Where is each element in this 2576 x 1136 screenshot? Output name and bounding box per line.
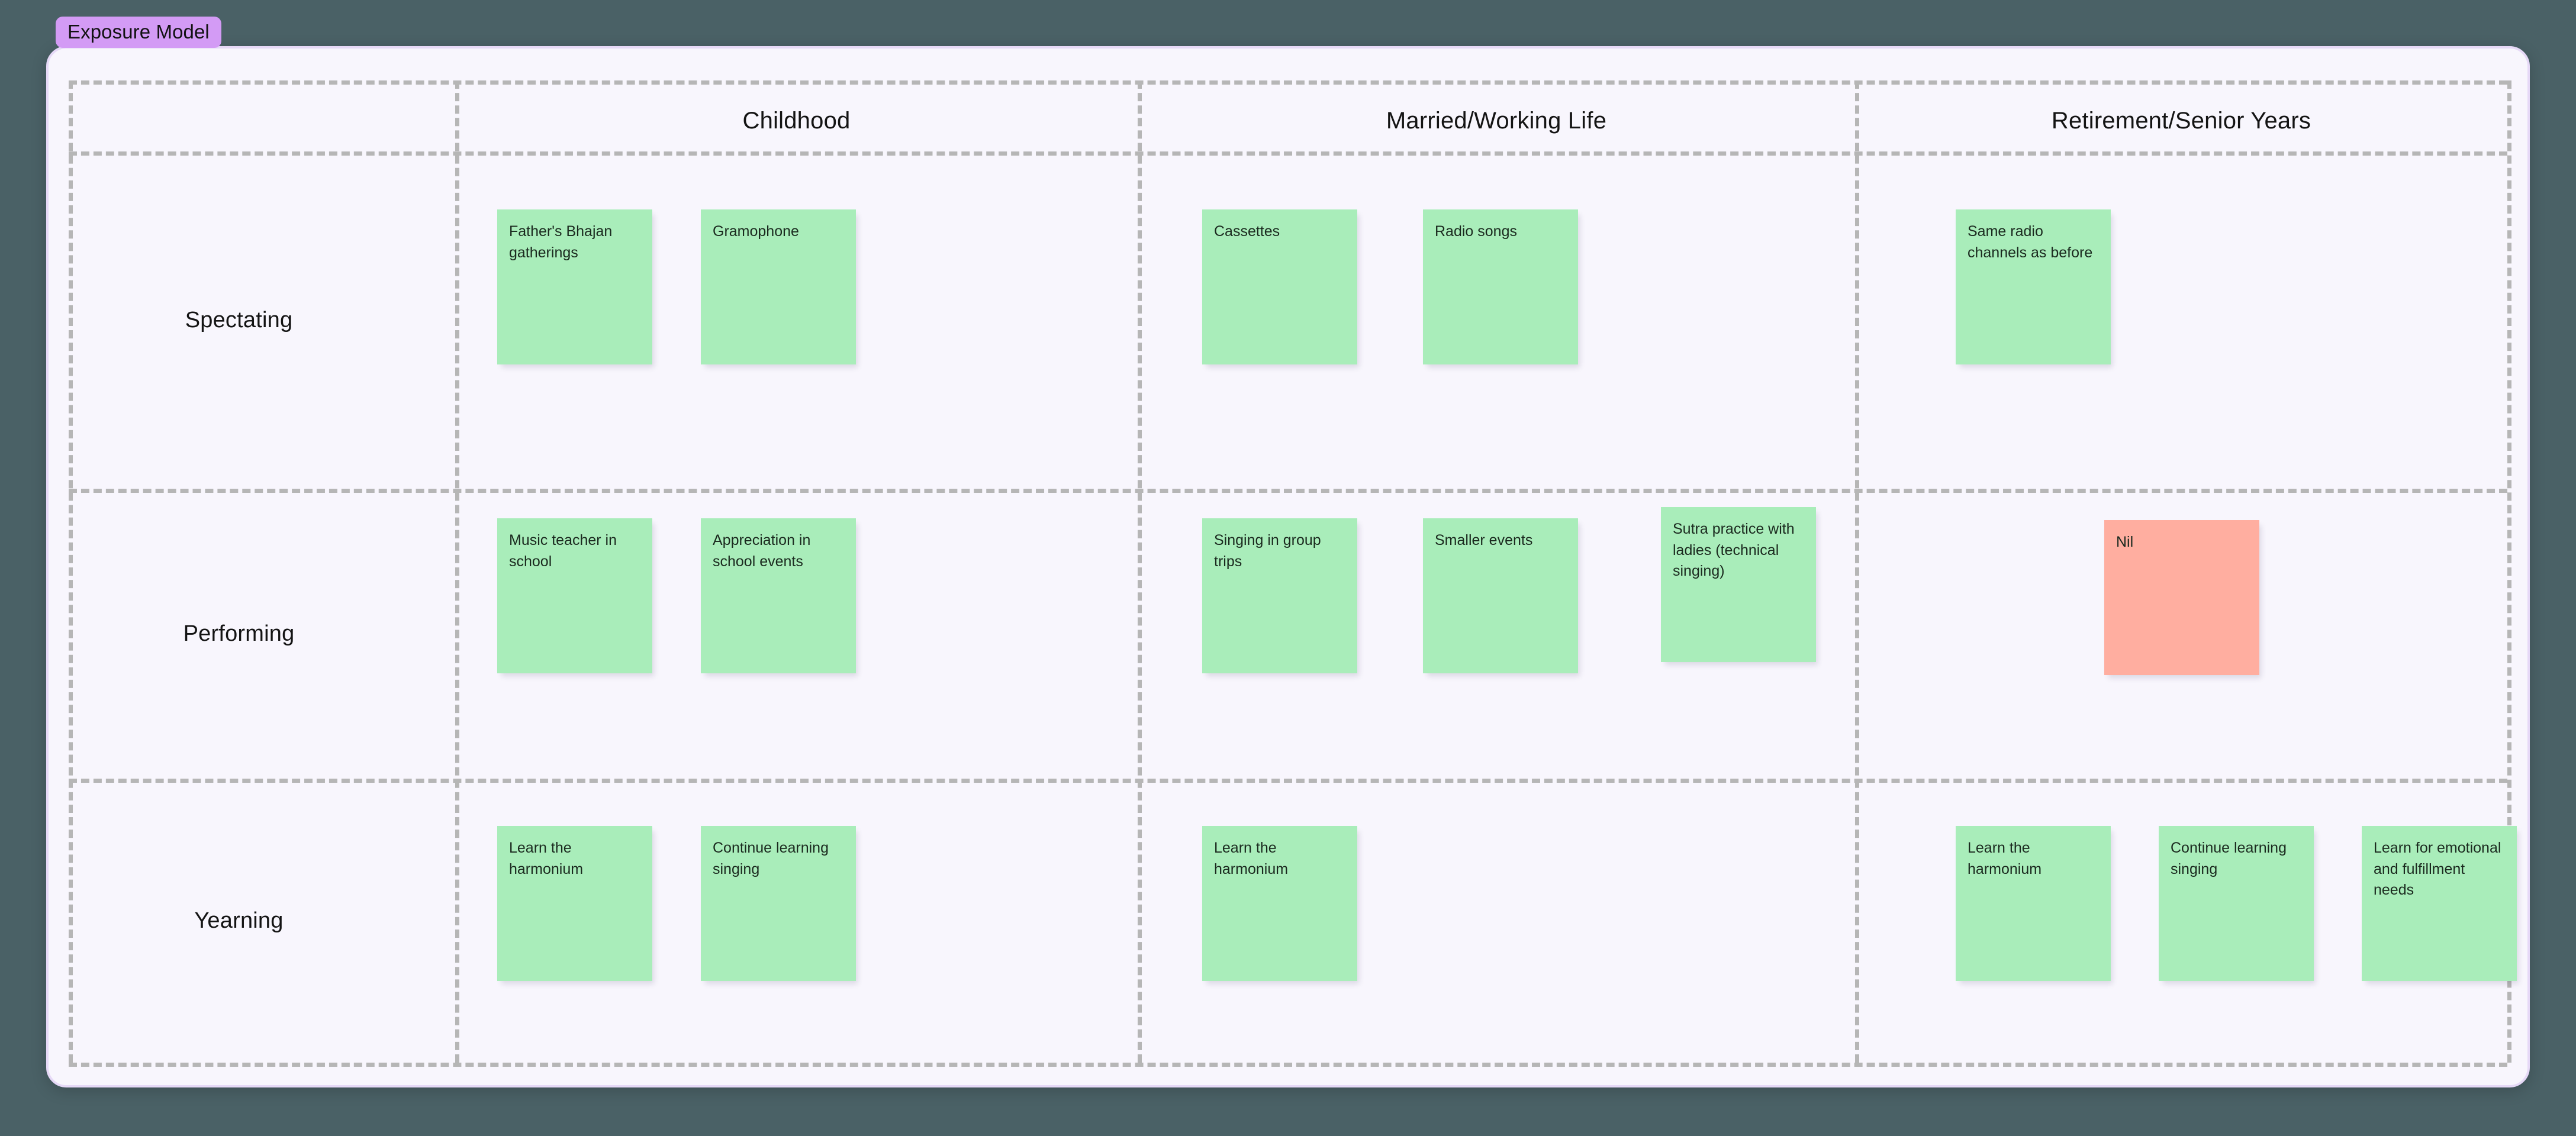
sticky-note[interactable]: Appreciation in school events (701, 518, 856, 673)
grid-line-bottom (69, 1063, 2507, 1067)
row-label-yearning: Yearning (194, 908, 284, 933)
grid-line-left (69, 80, 73, 1063)
grid-line-right (2507, 80, 2511, 1063)
sticky-note[interactable]: Smaller events (1423, 518, 1578, 673)
sticky-note[interactable]: Singing in group trips (1202, 518, 1357, 673)
sticky-note[interactable]: Father's Bhajan gatherings (497, 209, 652, 364)
sticky-note[interactable]: Learn for emotional and fulfillment need… (2362, 826, 2517, 981)
grid-vline-col1 (455, 80, 459, 1063)
sticky-note[interactable]: Nil (2104, 520, 2259, 675)
board-frame[interactable]: Exposure Model Childhood Married/Working… (46, 17, 2530, 1087)
sticky-note[interactable]: Learn the harmonium (497, 826, 652, 981)
row-label-performing: Performing (183, 621, 295, 646)
column-header-married-working-life: Married/Working Life (1386, 107, 1607, 134)
grid-hline-row1 (69, 489, 2507, 493)
matrix-grid: Childhood Married/Working Life Retiremen… (69, 80, 2511, 1067)
sticky-note[interactable]: Sutra practice with ladies (technical si… (1661, 507, 1816, 662)
sticky-note[interactable]: Gramophone (701, 209, 856, 364)
sticky-note[interactable]: Radio songs (1423, 209, 1578, 364)
sticky-note[interactable]: Learn the harmonium (1202, 826, 1357, 981)
row-label-spectating: Spectating (185, 307, 293, 333)
sticky-note[interactable]: Same radio channels as before (1956, 209, 2111, 364)
grid-hline-header (69, 151, 2507, 156)
frame-title-chip[interactable]: Exposure Model (56, 17, 221, 48)
column-header-retirement-senior-years: Retirement/Senior Years (2051, 107, 2311, 134)
grid-line-top (69, 80, 2507, 85)
column-header-childhood: Childhood (742, 107, 851, 134)
sticky-note[interactable]: Continue learning singing (701, 826, 856, 981)
sticky-note[interactable]: Music teacher in school (497, 518, 652, 673)
sticky-note[interactable]: Learn the harmonium (1956, 826, 2111, 981)
grid-hline-row2 (69, 779, 2507, 783)
sticky-note[interactable]: Cassettes (1202, 209, 1357, 364)
sticky-note[interactable]: Continue learning singing (2159, 826, 2314, 981)
grid-vline-col2 (1138, 80, 1142, 1063)
grid-vline-col3 (1855, 80, 1859, 1063)
